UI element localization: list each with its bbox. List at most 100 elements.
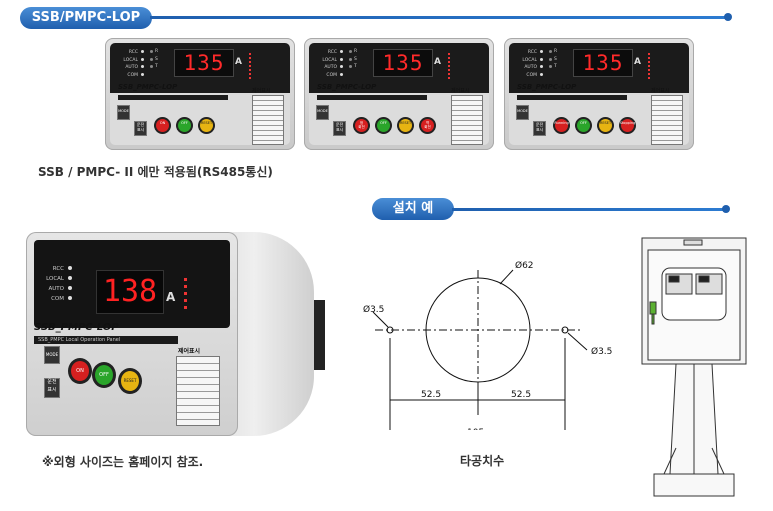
current-unit: A — [235, 57, 242, 67]
panel-button-1[interactable] — [353, 117, 370, 134]
panel-subtitle-bar — [118, 95, 228, 100]
panel-subtitle-bar — [517, 95, 627, 100]
panel-button-4-label: Stopping — [619, 121, 636, 125]
mode-button[interactable] — [316, 105, 329, 120]
current-display: 135 — [174, 49, 234, 77]
big-mode-button[interactable]: MODE — [44, 346, 60, 364]
level-leds — [648, 53, 650, 81]
panel-button-2-label: OFF — [380, 121, 387, 125]
indicator-leds — [141, 50, 144, 80]
panel-brand: SSB_PMPC-LOP — [118, 83, 178, 91]
panel-button-1[interactable] — [553, 117, 570, 134]
current-display: 135 — [573, 49, 633, 77]
panel-button-3[interactable] — [397, 117, 414, 134]
dim-hole-left: Ø3.5 — [363, 304, 384, 315]
section-title-ssb-pmpc-lop: SSB/PMPC-LOP — [20, 7, 152, 29]
panel-button-4[interactable] — [619, 117, 636, 134]
drawing-caption: 타공치수 — [460, 454, 505, 468]
panel-button-3[interactable] — [597, 117, 614, 134]
phase-leds — [549, 50, 552, 73]
phase-leds — [349, 50, 352, 73]
cutout-drawing: Ø62 Ø3.5 Ø3.5 52.5 52.5 105 — [363, 260, 612, 430]
current-unit: A — [434, 57, 441, 67]
mode-button-label: MODE — [317, 109, 328, 113]
run-indicator-label: 운전 표시 — [335, 122, 344, 132]
panel-button-2[interactable] — [176, 117, 193, 134]
big-table-title: 제어표시 — [178, 348, 201, 355]
big-level-leds — [184, 278, 187, 309]
dim-left-span: 52.5 — [421, 390, 441, 400]
panel-brand: SSB_PMPC-LOP — [517, 83, 577, 91]
big-off-button[interactable]: OFF — [92, 362, 116, 388]
status-table — [451, 95, 483, 145]
panel-button-3-label: RESET — [399, 121, 412, 125]
run-indicator-label: 운전 표시 — [136, 122, 145, 132]
phase-leds — [150, 50, 153, 73]
mode-button[interactable] — [516, 105, 529, 120]
panel-button-3-label: RESET — [599, 121, 612, 125]
status-table — [252, 95, 284, 145]
big-current-unit: A — [166, 290, 176, 304]
dim-right-span: 52.5 — [511, 390, 531, 400]
cabinet-illustration — [641, 237, 747, 497]
size-note: ※외형 사이즈는 홈페이지 참조. — [42, 455, 204, 469]
panel-brand: SSB_PMPC-LOP — [317, 83, 377, 91]
indicator-leds — [340, 50, 343, 80]
run-indicator — [333, 121, 346, 136]
mode-button[interactable] — [117, 105, 130, 120]
panel-button-2-label: OFF — [181, 121, 188, 125]
install-rule — [452, 208, 724, 211]
big-brand: SSB_PMPC-LOP — [34, 322, 119, 333]
panel-button-3[interactable] — [198, 117, 215, 134]
install-rule-dot — [722, 205, 730, 213]
panel-button-1[interactable] — [154, 117, 171, 134]
panel-button-1-label: 정 회전 — [358, 121, 365, 129]
status-table-title: 제어표시 — [651, 88, 670, 94]
panel-button-2-label: OFF — [580, 121, 587, 125]
current-unit: A — [634, 57, 641, 67]
panel-button-2[interactable] — [575, 117, 592, 134]
big-panel-connector — [301, 300, 325, 370]
current-display: 135 — [373, 49, 433, 77]
big-subtitle: SSB_PMPC Local Operation Panel — [34, 336, 178, 344]
mode-button-label: MODE — [118, 109, 129, 113]
level-leds — [448, 53, 450, 81]
big-indicator-leds — [68, 266, 72, 300]
panel-button-1-label: Running — [554, 121, 569, 125]
status-table-title: 제어표시 — [252, 88, 271, 94]
big-indicator-labels: RCC LOCAL AUTO COM — [46, 266, 64, 302]
big-run-indicator — [44, 378, 60, 398]
big-current-display: 138 — [96, 270, 164, 314]
rs485-note: SSB / PMPC- II 에만 적용됨(RS485통신) — [38, 165, 273, 179]
section-title-install: 설치 예 — [372, 198, 454, 220]
run-indicator — [533, 121, 546, 136]
header-rule — [150, 16, 728, 19]
panel-subtitle-bar — [317, 95, 427, 100]
big-status-table — [176, 356, 220, 426]
big-reset-button[interactable]: RESET — [118, 368, 142, 394]
panel-button-4[interactable] — [419, 117, 436, 134]
run-indicator-label: 운전 표시 — [535, 122, 544, 132]
panel-button-3-label: RESET — [200, 121, 213, 125]
panel-button-2[interactable] — [375, 117, 392, 134]
header-rule-dot — [724, 13, 732, 21]
indicator-leds — [540, 50, 543, 80]
dim-total: 105 — [467, 428, 484, 430]
dim-hole-right: Ø3.5 — [591, 346, 612, 357]
big-on-button[interactable]: ON — [68, 358, 92, 384]
status-table-title: 제어표시 — [451, 88, 470, 94]
run-indicator — [134, 121, 147, 136]
panel-button-4-label: 역 회전 — [424, 121, 431, 129]
